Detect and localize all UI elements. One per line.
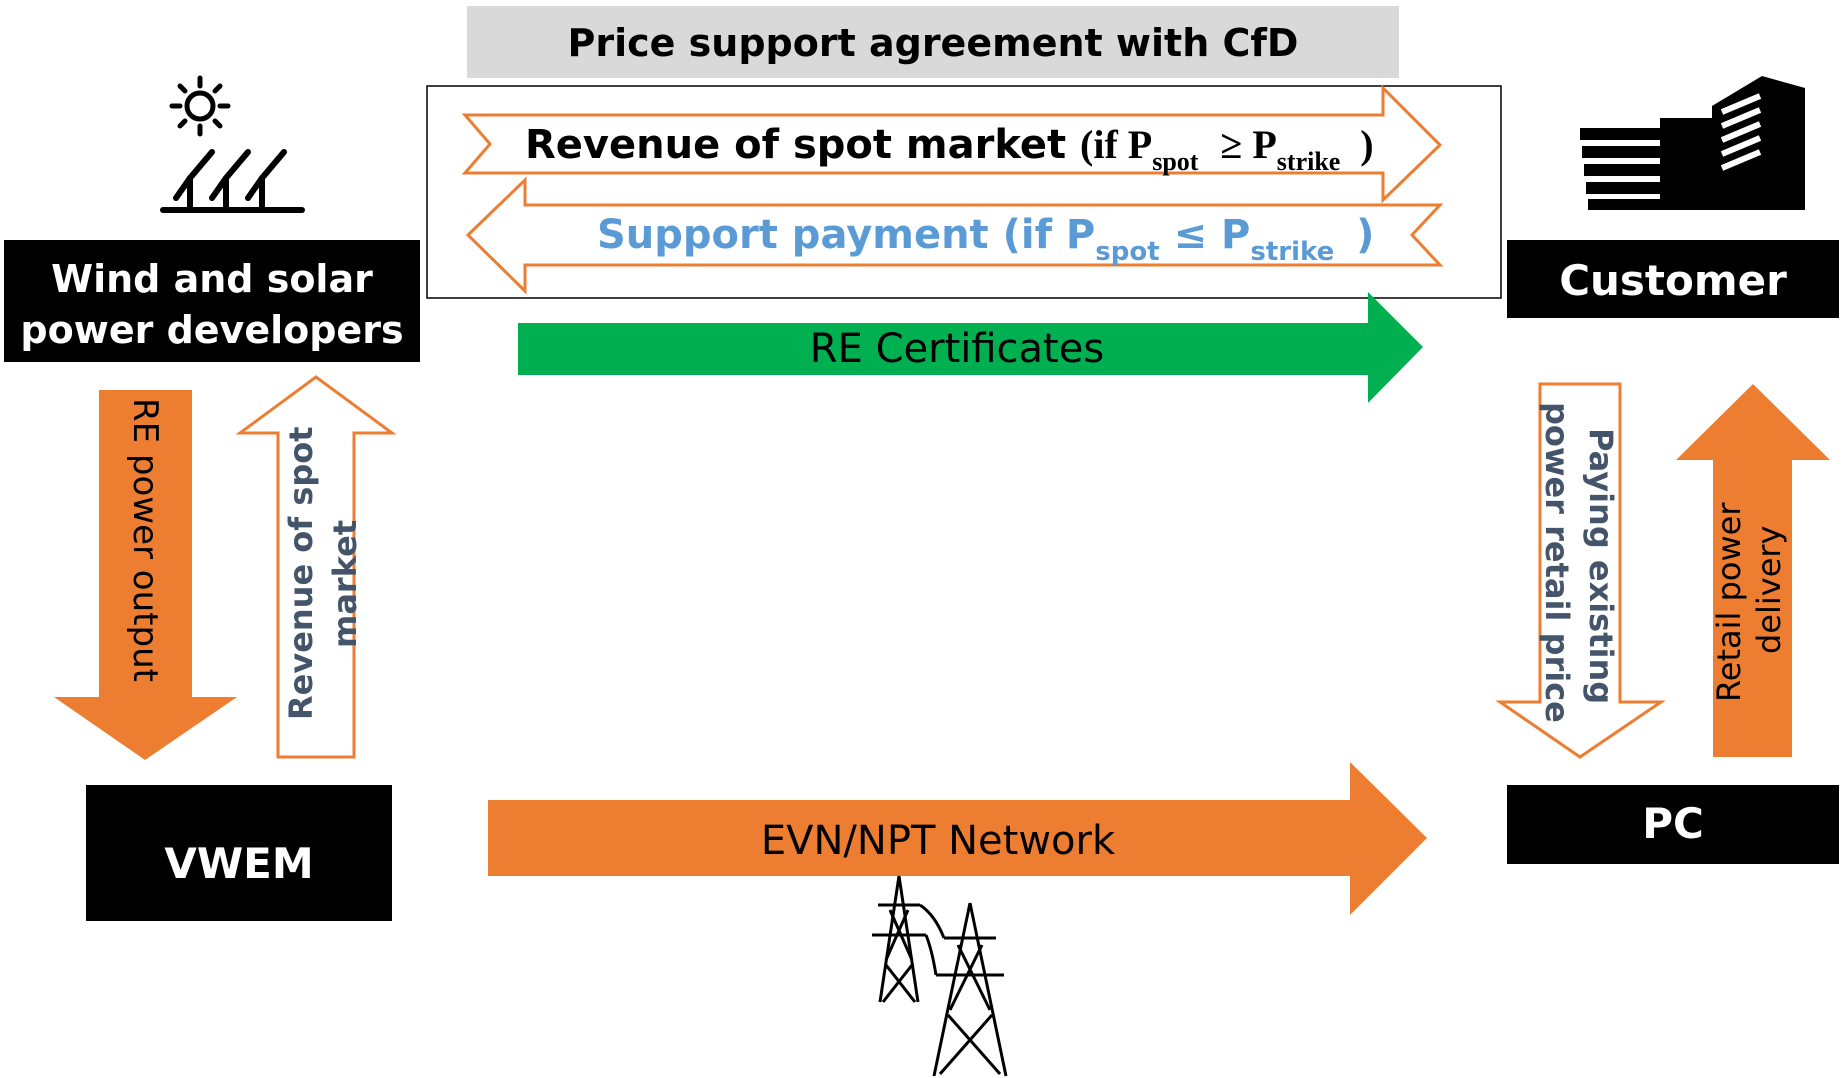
support-main: Support payment (if P: [597, 212, 1095, 258]
developers-label-2: power developers: [20, 308, 403, 352]
retail-delivery-line2: delivery: [1750, 526, 1788, 655]
revenue-spot-label: Revenue of spot market (if Pspot ≥ Pstri…: [525, 122, 1374, 180]
revenue-cond-open: (if P: [1080, 122, 1152, 167]
revenue-sub-strike: strike: [1277, 147, 1341, 176]
revenue-spot-market-arrow: [235, 375, 397, 759]
paying-retail-line1: Paying existing: [1582, 428, 1620, 704]
pc-label: PC: [1642, 799, 1704, 848]
title-text: Price support agreement with CfD: [568, 21, 1299, 65]
support-sub-strike: strike: [1250, 237, 1334, 267]
re-certificates-label: RE Certificates: [810, 326, 1104, 372]
customer-label: Customer: [1559, 256, 1787, 305]
developers-label-1: Wind and solar: [51, 257, 373, 301]
support-sub-spot: spot: [1095, 237, 1159, 267]
paying-retail-arrow: [1495, 382, 1666, 759]
transmission-tower-icon: [872, 875, 1008, 1077]
revenue-sub-spot: spot: [1152, 147, 1199, 176]
pc-box: [1507, 785, 1839, 864]
customer-box: [1507, 240, 1839, 318]
re-certificates-arrow: [518, 292, 1423, 403]
title-banner: [467, 6, 1399, 78]
retail-delivery-line1: Retail power: [1710, 502, 1748, 702]
support-payment-arrow: [465, 176, 1444, 295]
network-arrow: [488, 762, 1427, 915]
building-icon: [1580, 76, 1805, 210]
revenue-cond-close: ): [1360, 122, 1373, 167]
vwem-box: [86, 785, 392, 921]
support-op: ≤ P: [1174, 212, 1251, 258]
network-label: EVN/NPT Network: [761, 818, 1116, 864]
vwem-label: VWEM: [164, 839, 313, 888]
paying-retail-label: Paying existing power retail price: [1538, 402, 1620, 723]
developers-box: [4, 240, 420, 362]
re-power-output-arrow: [54, 390, 237, 760]
revenue-op: ≥ P: [1220, 122, 1276, 167]
support-cond-close: ): [1356, 212, 1374, 258]
revenue-spot-market-label: Revenue of spot market: [282, 415, 364, 720]
retail-delivery-arrow: [1676, 384, 1830, 757]
re-power-output-label: RE power output: [125, 398, 165, 682]
revenue-spot-market-line1: Revenue of spot: [282, 426, 320, 720]
paying-retail-line2: power retail price: [1538, 402, 1576, 723]
solar-wind-icon: [160, 75, 305, 213]
revenue-spot-market-line2: market: [326, 520, 364, 648]
retail-delivery-label: Retail power delivery: [1710, 492, 1788, 702]
support-payment-label: Support payment (if Pspot ≤ Pstrike ): [597, 212, 1374, 270]
revenue-spot-arrow: [461, 84, 1443, 204]
revenue-main: Revenue of spot market: [525, 122, 1066, 168]
